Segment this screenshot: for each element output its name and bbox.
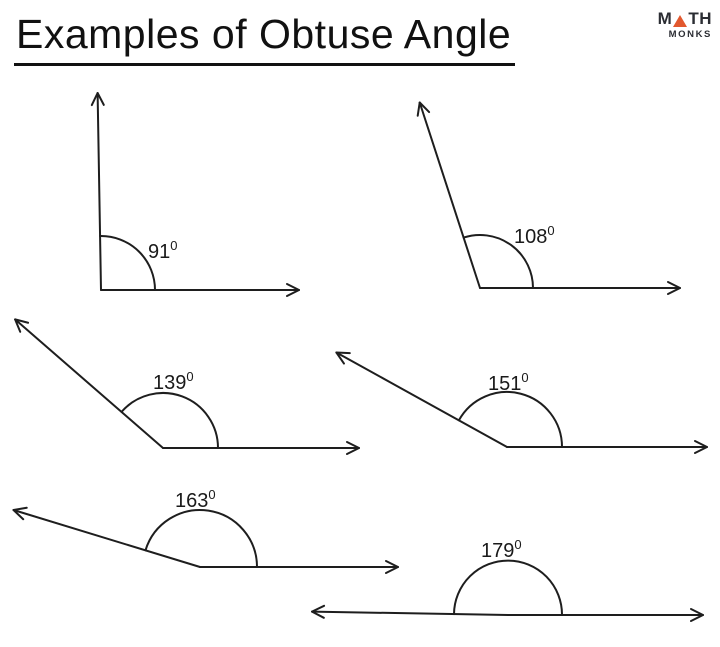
angle-arc — [144, 509, 258, 568]
ray-oblique — [335, 351, 508, 448]
angle-arc — [457, 391, 563, 448]
angle-108: 1080 — [416, 101, 681, 295]
degree-superscript: 0 — [170, 238, 177, 253]
logo-letter-m: M — [657, 9, 673, 28]
degree-superscript: 0 — [208, 487, 215, 502]
ray-oblique — [311, 604, 509, 619]
angle-label: 1630 — [175, 487, 216, 512]
angle-151: 1510 — [335, 351, 708, 454]
angle-arc — [453, 559, 564, 616]
ray-oblique — [12, 506, 201, 568]
degree-superscript: 0 — [521, 370, 528, 385]
angle-163: 1630 — [12, 487, 399, 574]
angle-label: 910 — [148, 238, 177, 263]
ray-oblique — [90, 92, 105, 291]
angle-label: 1390 — [153, 369, 194, 394]
angle-139: 1390 — [14, 318, 360, 455]
angle-arc — [120, 392, 219, 449]
math-monks-logo: M TH MONKS — [658, 10, 712, 40]
triangle-icon — [673, 15, 688, 27]
angle-label: 1080 — [514, 223, 555, 248]
angle-91: 910 — [90, 92, 300, 297]
ray-oblique — [416, 101, 481, 289]
degree-superscript: 0 — [547, 223, 554, 238]
angle-label: 1790 — [481, 537, 522, 562]
angle-arc — [99, 234, 156, 291]
angle-label: 1510 — [488, 370, 529, 395]
degree-superscript: 0 — [514, 537, 521, 552]
degree-superscript: 0 — [186, 369, 193, 384]
logo-wordmark: M TH — [658, 10, 712, 27]
ray-oblique — [14, 318, 164, 449]
header: Examples of Obtuse Angle M TH MONKS — [0, 0, 720, 80]
page-title: Examples of Obtuse Angle — [14, 11, 516, 67]
angle-arc — [462, 234, 534, 289]
logo-subtitle: MONKS — [668, 29, 712, 40]
angle-179: 1790 — [311, 537, 704, 622]
logo-letters-th: TH — [688, 9, 712, 28]
